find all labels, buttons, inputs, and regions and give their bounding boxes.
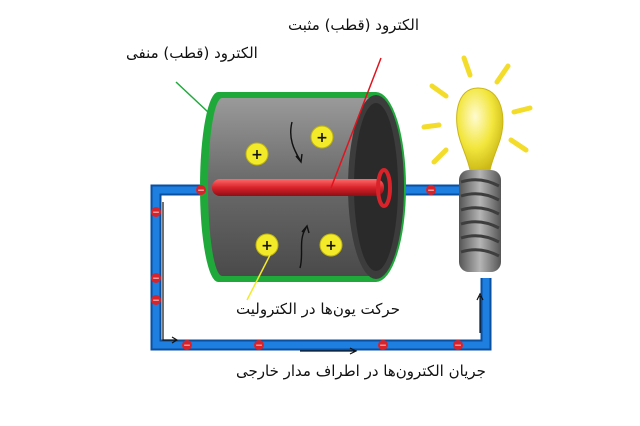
electron: − bbox=[453, 340, 463, 351]
electron: − bbox=[151, 207, 161, 218]
electron: − bbox=[151, 295, 161, 306]
positive-electrode-flange bbox=[376, 168, 392, 208]
positive-ion: + bbox=[255, 233, 279, 257]
ion-movement-label: حرکت یون‌ها در الکترولیت bbox=[236, 300, 400, 318]
svg-text:−: − bbox=[197, 186, 205, 196]
svg-text:−: − bbox=[427, 186, 435, 196]
ion-flow-arrow-icon bbox=[290, 121, 303, 164]
label-pointers bbox=[175, 57, 382, 301]
bulb-screw-base bbox=[459, 170, 501, 272]
battery-cell bbox=[200, 92, 406, 282]
negative-electrode-pointer bbox=[175, 81, 209, 113]
svg-text:−: − bbox=[454, 341, 462, 351]
svg-text:−: − bbox=[152, 274, 160, 284]
svg-text:−: − bbox=[255, 341, 263, 351]
bulb-rays bbox=[421, 55, 533, 165]
svg-text:+: + bbox=[251, 147, 263, 163]
electron: − bbox=[196, 185, 206, 196]
svg-text:−: − bbox=[379, 341, 387, 351]
bulb-glass bbox=[456, 87, 504, 171]
svg-text:−: − bbox=[152, 296, 160, 306]
ion-flow-arrow-icon bbox=[299, 224, 310, 269]
svg-text:−: − bbox=[152, 208, 160, 218]
positive-electrode-pointer bbox=[330, 57, 382, 189]
arrow-up-icon bbox=[476, 292, 484, 333]
svg-text:+: + bbox=[261, 238, 273, 254]
electron: − bbox=[182, 340, 192, 351]
electron-current-label: جریان الکترون‌ها در اطراف مدار خارجی bbox=[236, 362, 486, 380]
light-bulb bbox=[421, 55, 533, 272]
positive-electrode-label: الکترود (قطب) مثبت bbox=[288, 16, 420, 34]
svg-text:+: + bbox=[316, 130, 328, 146]
svg-text:−: − bbox=[183, 341, 191, 351]
electron: − bbox=[151, 273, 161, 284]
positive-ions: + + + + bbox=[245, 125, 343, 257]
electron: − bbox=[254, 340, 264, 351]
electrons: − − − − − − − − − bbox=[151, 185, 463, 351]
arrow-left-down-icon bbox=[162, 202, 179, 344]
svg-text:+: + bbox=[325, 238, 337, 254]
positive-ion: + bbox=[319, 233, 343, 257]
current-direction-arrows bbox=[162, 202, 484, 355]
positive-ion: + bbox=[310, 125, 334, 149]
negative-electrode-label: الکترود (قطب) منفی bbox=[126, 44, 258, 62]
positive-ion: + bbox=[245, 142, 269, 166]
electron: − bbox=[426, 185, 436, 196]
arrow-right-icon bbox=[300, 347, 358, 355]
positive-electrode-rod bbox=[212, 179, 384, 196]
electron: − bbox=[378, 340, 388, 351]
ion-pointer bbox=[246, 254, 271, 301]
